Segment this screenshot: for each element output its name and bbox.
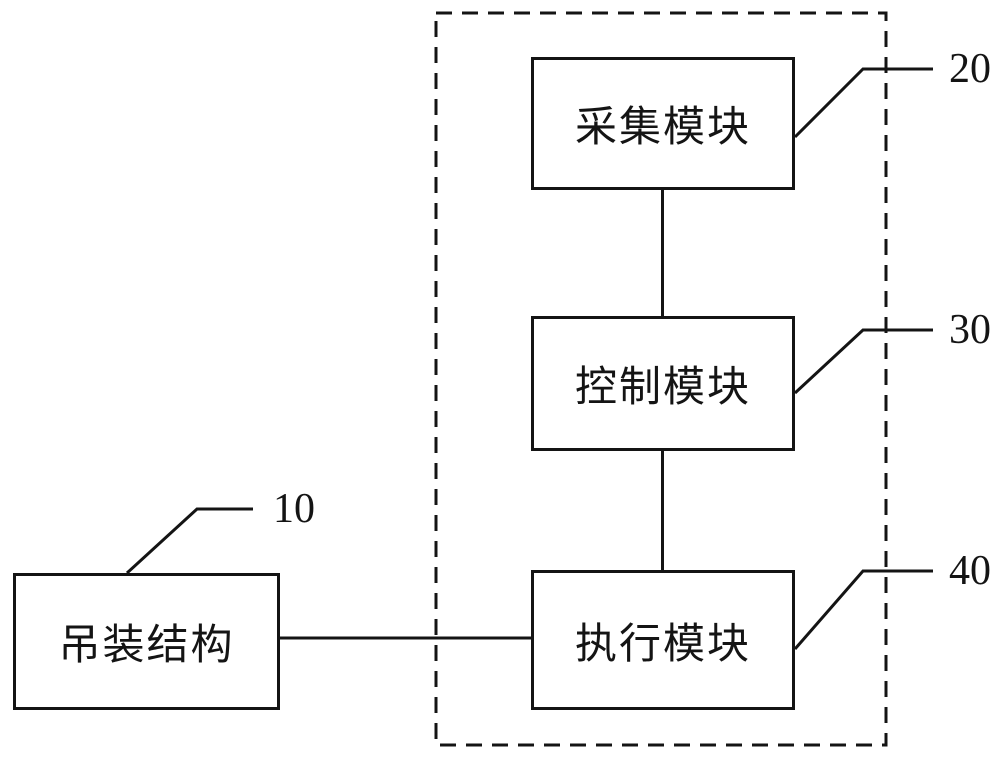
module-box-hoisting: 吊装结构	[13, 573, 280, 710]
leader-line-30	[793, 328, 933, 395]
module-box-control: 控制模块	[531, 316, 795, 451]
ref-number-10: 10	[273, 486, 315, 532]
module-label-control: 控制模块	[574, 365, 751, 411]
ref-number-40: 40	[949, 548, 991, 594]
module-label-execution: 执行模块	[574, 621, 751, 668]
ref-number-20: 20	[949, 46, 991, 92]
module-box-collection: 采集模块	[531, 57, 795, 190]
module-label-hoisting: 吊装结构	[58, 623, 235, 669]
module-label-collection: 采集模块	[574, 105, 751, 151]
leader-line-10	[125, 507, 253, 575]
ref-number-30: 30	[949, 307, 991, 353]
module-box-execution: 执行模块	[531, 570, 795, 710]
system-boundary	[434, 11, 888, 747]
leader-line-20	[793, 67, 933, 139]
leader-line-40	[793, 569, 933, 650]
